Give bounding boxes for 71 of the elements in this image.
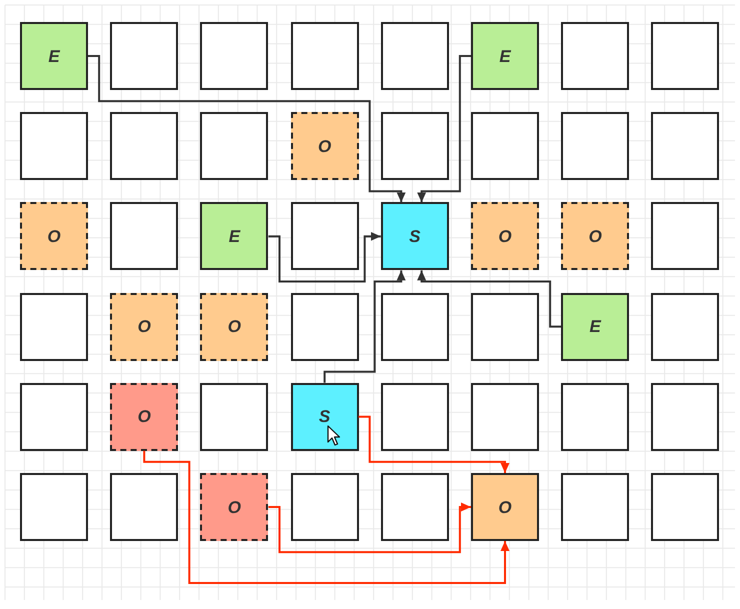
grid-square bbox=[380, 382, 449, 451]
grid-square bbox=[200, 473, 268, 541]
arrow bbox=[268, 502, 471, 554]
grid-square bbox=[200, 382, 268, 451]
grid-square bbox=[561, 473, 630, 541]
grid-square bbox=[471, 112, 539, 180]
grid-square bbox=[380, 292, 449, 361]
grid-square bbox=[561, 112, 630, 180]
grid-square bbox=[561, 202, 630, 270]
grid-square bbox=[561, 22, 630, 90]
node-label: O bbox=[138, 408, 151, 426]
grid-square bbox=[20, 202, 88, 270]
grid-square bbox=[200, 292, 268, 361]
grid-square bbox=[20, 473, 88, 541]
grid-square bbox=[651, 202, 720, 270]
grid-square bbox=[290, 473, 359, 541]
node-label: O bbox=[228, 498, 241, 516]
grid-square bbox=[290, 112, 359, 180]
grid-square bbox=[110, 22, 178, 90]
node-label: E bbox=[590, 318, 601, 336]
grid-square bbox=[200, 22, 268, 90]
arrow bbox=[417, 55, 471, 202]
grid-square bbox=[471, 202, 539, 270]
grid-square bbox=[20, 112, 88, 180]
grid-square bbox=[651, 112, 720, 180]
node-label: O bbox=[138, 318, 151, 336]
grid-square bbox=[651, 473, 720, 541]
grid-square bbox=[380, 202, 449, 270]
grid-square bbox=[380, 473, 449, 541]
grid-square bbox=[380, 22, 449, 90]
arrow bbox=[88, 55, 406, 202]
grid-square bbox=[290, 202, 359, 270]
arrow bbox=[324, 270, 406, 383]
grid-square bbox=[561, 382, 630, 451]
node-label: S bbox=[409, 228, 420, 245]
grid-square bbox=[290, 22, 359, 90]
node-label: O bbox=[498, 228, 512, 245]
grid-square bbox=[651, 382, 720, 451]
grid-square bbox=[20, 292, 88, 361]
arrow bbox=[358, 416, 510, 473]
grid-square bbox=[110, 202, 178, 270]
node-label: E bbox=[48, 48, 60, 64]
grid-square bbox=[471, 292, 539, 361]
node-label: E bbox=[499, 48, 511, 64]
arrow bbox=[143, 450, 510, 584]
node-label: O bbox=[47, 228, 61, 245]
grid-square bbox=[651, 292, 720, 361]
node-label: O bbox=[318, 138, 332, 155]
grid-square bbox=[110, 292, 178, 361]
grid-square bbox=[200, 202, 268, 270]
grid-square bbox=[380, 112, 449, 180]
arrow bbox=[417, 270, 562, 328]
node-label: O bbox=[498, 498, 512, 516]
grid-square bbox=[110, 382, 178, 451]
node-label: S bbox=[318, 408, 330, 426]
arrow bbox=[268, 232, 381, 282]
grid-square bbox=[471, 22, 539, 90]
grid-square bbox=[471, 473, 539, 541]
node-label: E bbox=[228, 228, 240, 245]
grid-square bbox=[110, 112, 178, 180]
grid-square bbox=[110, 473, 178, 541]
grid-square bbox=[651, 22, 720, 90]
grid-square bbox=[20, 22, 88, 90]
node-label: O bbox=[588, 228, 602, 245]
grid-square bbox=[471, 382, 539, 451]
grid-square bbox=[290, 382, 359, 451]
node-label: O bbox=[228, 318, 241, 336]
grid-square bbox=[561, 292, 630, 361]
grid-square bbox=[200, 112, 268, 180]
grid-square bbox=[290, 292, 359, 361]
grid-square bbox=[20, 382, 88, 451]
